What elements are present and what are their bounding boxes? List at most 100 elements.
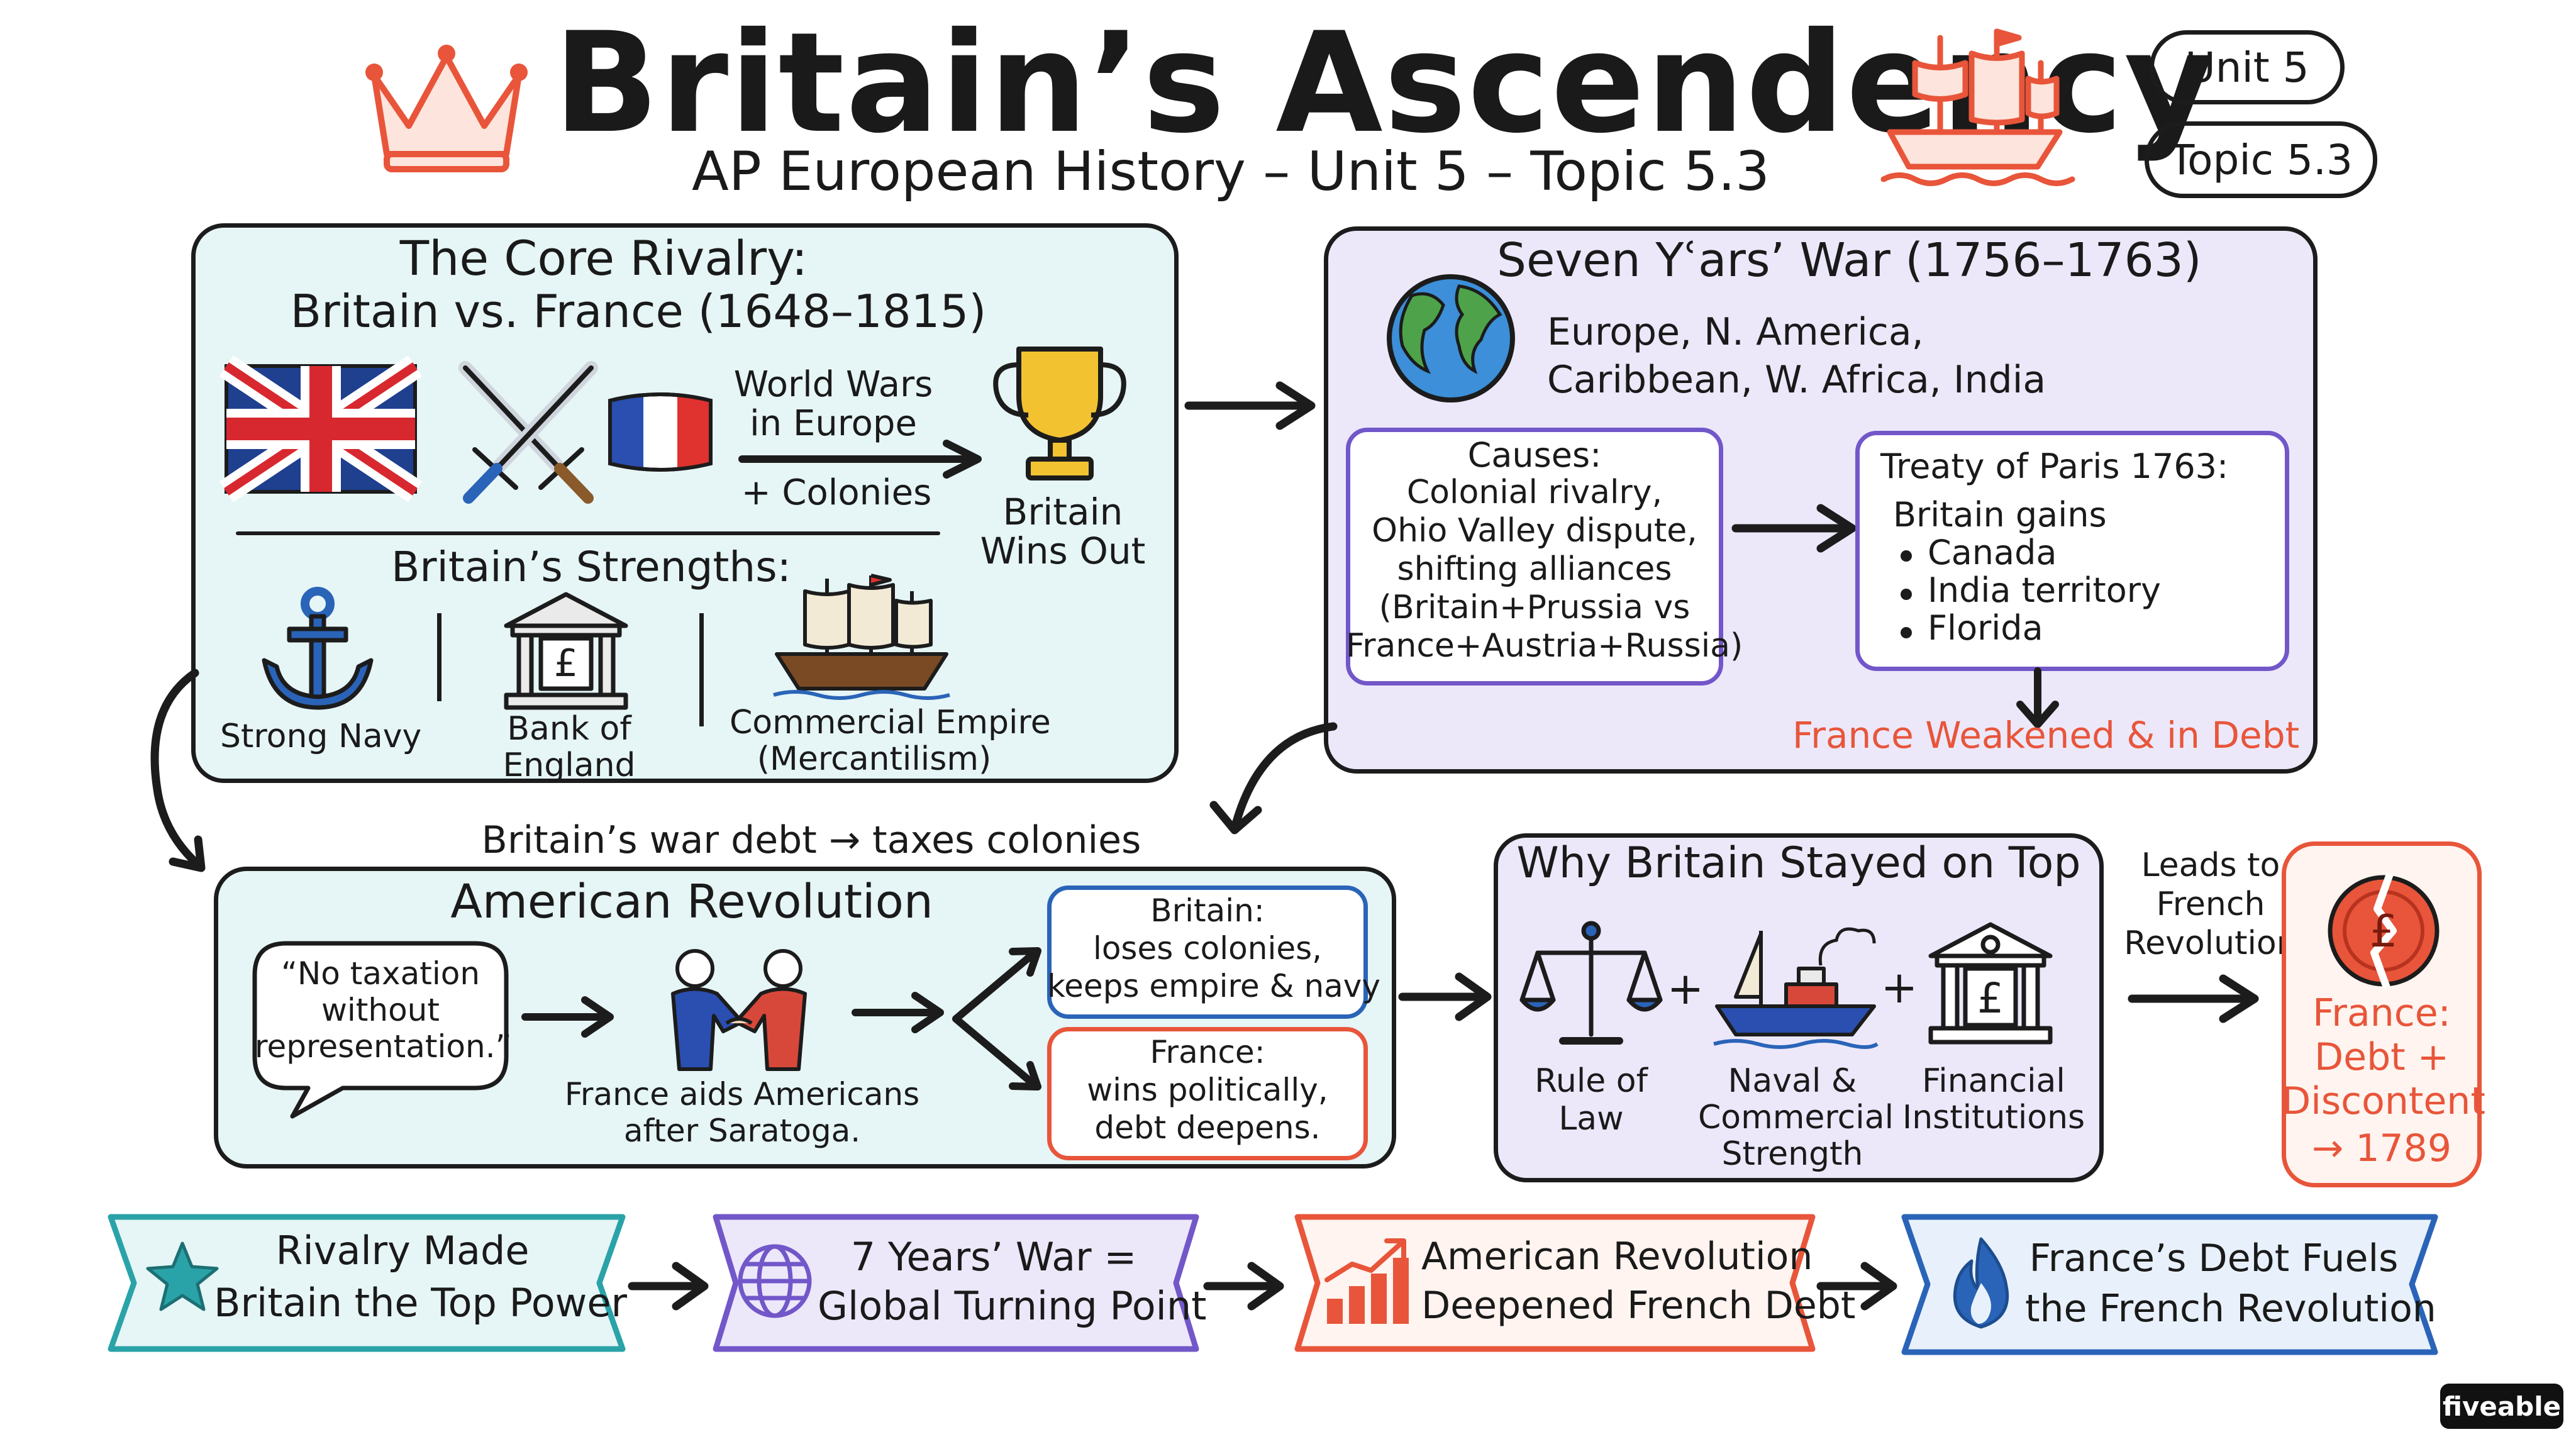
- arrow-seven-years-to-revolution: [1209, 722, 1338, 835]
- rule-of-law-line1: Rule of: [1535, 1062, 1648, 1100]
- summary-2-line2: Global Turning Point: [818, 1283, 1207, 1329]
- divider-line: [236, 531, 940, 535]
- france-result-line2: Debt +: [2314, 1035, 2450, 1079]
- why-top-title: Why Britain Stayed on Top: [1516, 838, 2081, 888]
- cause-line-4: (Britain+Prussia vs: [1379, 589, 1690, 626]
- summary-banner-2: [713, 1214, 1199, 1352]
- france-result-panel: [2282, 841, 2482, 1187]
- treaty-title: Treaty of Paris 1763:: [1880, 447, 2229, 486]
- war-debt-link-label: Britain’s war debt → taxes colonies: [481, 818, 1141, 862]
- brand-text: fiveable: [2442, 1391, 2562, 1422]
- arrow-label-colonies: + Colonies: [741, 472, 932, 513]
- quote-line-1: “No taxation: [280, 955, 480, 992]
- anchor-icon: [262, 587, 374, 710]
- summary-arrow-2: [1203, 1262, 1284, 1311]
- britain-wins-line1: Britain: [1002, 491, 1123, 533]
- france-aids-line2: after Saratoga.: [623, 1113, 861, 1149]
- cause-line-5: France+Austria+Russia): [1346, 627, 1743, 665]
- summary-3-line1: American Revolution: [1421, 1235, 1813, 1279]
- treaty-gains: Britain gains: [1893, 495, 2107, 535]
- arrow-label-world-wars: World Wars: [733, 364, 933, 405]
- globe-grid-icon: [738, 1244, 812, 1318]
- strength-empire-line1: Commercial Empire: [730, 704, 1051, 741]
- france-outcome-box: [1047, 1027, 1368, 1160]
- bullet-icon: [1901, 550, 1912, 562]
- summary-4-line1: France’s Debt Fuels: [2029, 1236, 2399, 1280]
- britain-wins-line2: Wins Out: [980, 530, 1146, 572]
- american-revolution-title: American Revolution: [450, 875, 933, 929]
- strength-divider-2: [699, 613, 704, 726]
- summary-3-line2: Deepened French Debt: [1421, 1284, 1856, 1328]
- trophy-icon: [993, 347, 1126, 480]
- summary-1-line1: Rivalry Made: [275, 1228, 530, 1274]
- scales-of-justice-icon: [1519, 921, 1663, 1045]
- naval-line1: Naval &: [1728, 1062, 1857, 1100]
- financial-line2: Institutions: [1902, 1099, 2085, 1136]
- handshake-icon: [671, 949, 807, 1071]
- summary-banner-1: [108, 1214, 626, 1352]
- britain-outcome-line2: loses colonies,: [1092, 930, 1323, 967]
- plus-sign-2: +: [1880, 962, 1918, 1013]
- summary-arrow-3: [1816, 1262, 1897, 1311]
- financial-institution-icon: £: [1928, 922, 2053, 1045]
- naval-line3: Strength: [1721, 1135, 1863, 1173]
- crown-icon: [365, 45, 528, 172]
- treaty-item-canada: Canada: [1928, 533, 2057, 572]
- seven-years-result: France Weakened & in Debt: [1792, 714, 2300, 757]
- bullet-icon: [1901, 627, 1912, 638]
- treaty-item-florida: Florida: [1928, 608, 2043, 648]
- broken-coin-icon: £: [2328, 872, 2440, 989]
- strength-navy-label: Strong Navy: [220, 718, 422, 755]
- treaty-item-india: India territory: [1928, 570, 2161, 610]
- financial-line1: Financial: [1922, 1062, 2065, 1100]
- arrow-label-europe: in Europe: [750, 403, 917, 444]
- arrow-to-american-revolution: [150, 669, 206, 872]
- leads-to-line2: French: [2156, 886, 2265, 923]
- france-result-line4: → 1789: [2311, 1126, 2452, 1170]
- cause-line-2: Ohio Valley dispute,: [1372, 512, 1697, 550]
- french-flag-icon: [608, 392, 713, 472]
- plus-sign-1: +: [1667, 963, 1704, 1014]
- naval-line2: Commercial: [1698, 1099, 1894, 1136]
- summary-banner-3: [1294, 1214, 1816, 1352]
- strength-empire-line2: (Mercantilism): [757, 740, 992, 778]
- arrow-to-treaty: [1731, 504, 1857, 553]
- globe-icon: [1387, 274, 1515, 402]
- france-aids-line1: France aids Americans: [564, 1076, 920, 1113]
- strengths-title: Britain’s Strengths:: [391, 543, 791, 591]
- rivalry-title-line1: The Core Rivalry:: [399, 230, 808, 286]
- summary-arrow-1: [628, 1262, 709, 1311]
- page-subtitle: AP European History – Unit 5 – Topic 5.3: [692, 140, 1770, 203]
- leads-to-line1: Leads to: [2141, 847, 2280, 884]
- svg-text:£: £: [1977, 974, 2004, 1023]
- arrow-to-result: [2016, 667, 2059, 728]
- france-result-line3: Discontent: [2282, 1079, 2485, 1123]
- seven-years-title: Seven Yʿars’ War (1756–1763): [1497, 233, 2202, 287]
- unit-badge: Unit 5: [2150, 30, 2345, 104]
- cause-line-1: Colonial rivalry,: [1406, 474, 1663, 511]
- bank-building-icon: £: [504, 592, 628, 710]
- bullet-icon: [1901, 589, 1912, 600]
- arrow-quote-to-aid: [521, 996, 614, 1038]
- arrow-to-seven-years: [1184, 381, 1316, 430]
- summary-banner-4: [1901, 1214, 2438, 1355]
- quote-line-2: without: [321, 992, 440, 1028]
- france-outcome-line2: wins politically,: [1087, 1072, 1328, 1108]
- svg-text:£: £: [554, 641, 578, 686]
- sailing-ship-icon: [1880, 28, 2075, 186]
- arrow-to-france-result: [2128, 974, 2259, 1023]
- speech-bubble: [252, 941, 509, 1119]
- topic-badge: Topic 5.3: [2145, 121, 2377, 198]
- merchant-ship-icon: [773, 574, 950, 700]
- star-icon: [146, 1241, 219, 1311]
- arrow-to-why-top: [1398, 972, 1492, 1021]
- leads-to-line3: Revolution: [2124, 924, 2297, 962]
- rule-of-law-line2: Law: [1558, 1100, 1624, 1138]
- rivalry-title-line2: Britain vs. France (1648–1815): [290, 285, 987, 338]
- svg-text:£: £: [2370, 906, 2398, 957]
- rivalry-arrow: [738, 440, 982, 479]
- causes-box: [1346, 428, 1723, 686]
- cause-line-3: shifting alliances: [1397, 550, 1672, 588]
- crossed-swords-icon: [458, 361, 598, 504]
- france-outcome-line3: debt deepens.: [1094, 1109, 1321, 1146]
